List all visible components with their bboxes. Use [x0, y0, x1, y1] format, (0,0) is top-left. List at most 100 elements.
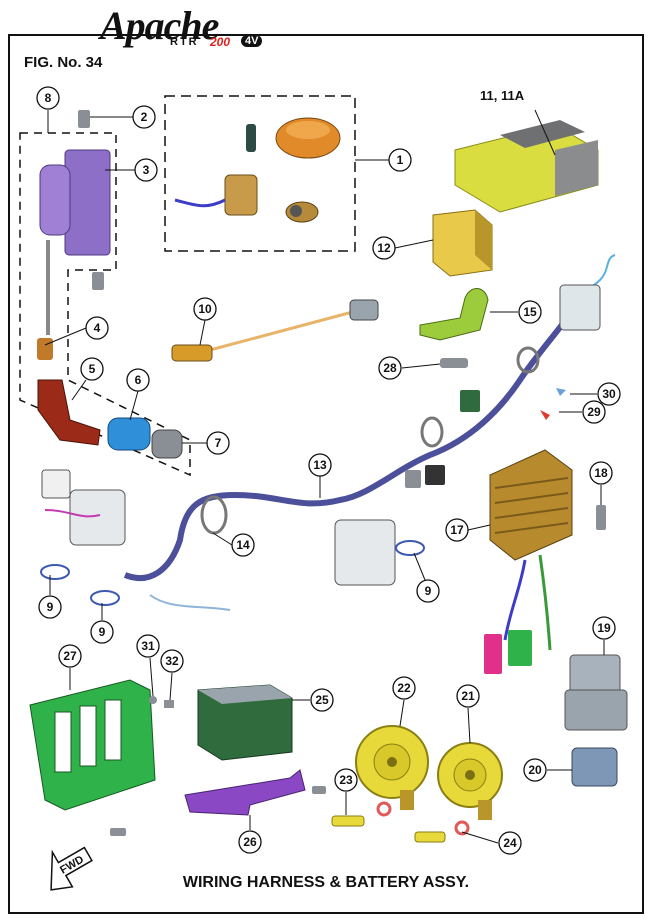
washer-part-24a	[376, 801, 392, 817]
cdi-unit-part	[454, 120, 599, 213]
grommet-part-6	[107, 417, 151, 451]
callout-18: 18	[589, 461, 613, 485]
relay-part-20	[571, 747, 618, 787]
bolt-part-23	[331, 815, 365, 827]
callout-2: 2	[132, 105, 156, 129]
clamp-part-9b	[90, 590, 120, 606]
clamp-part-b	[516, 346, 540, 374]
svg-text:25: 25	[315, 693, 329, 707]
callout-7: 7	[206, 431, 230, 455]
callout-3: 3	[134, 158, 158, 182]
callout-30: 30	[597, 382, 621, 406]
callout-24: 24	[498, 831, 522, 855]
svg-text:15: 15	[523, 305, 537, 319]
ignition-coil-part	[37, 149, 111, 360]
clip-part-29	[540, 410, 550, 420]
figure-number: FIG. No. 34	[24, 54, 103, 71]
callouts: 1 2 3 4 5 6 7 8 9 9 9 10 12 13 14 15 17 …	[36, 86, 621, 855]
callout-10: 10	[193, 297, 217, 321]
callout-22: 22	[392, 676, 416, 700]
group-box-8	[19, 132, 191, 477]
forward-arrow-icon: FWD	[50, 846, 93, 891]
svg-text:9: 9	[47, 600, 54, 614]
part-label-11-11a: 11, 11A	[480, 88, 525, 103]
svg-text:22: 22	[397, 681, 411, 695]
logo-model: RTR	[170, 36, 199, 48]
callout-14: 14	[231, 533, 255, 557]
svg-text:3: 3	[143, 163, 150, 177]
svg-text:18: 18	[594, 466, 608, 480]
callout-9a: 9	[38, 595, 62, 619]
bolt-part-18	[596, 505, 606, 530]
callout-28: 28	[378, 356, 402, 380]
callout-9c: 9	[416, 579, 440, 603]
bolt-part	[110, 828, 126, 836]
sensor-part-10	[171, 299, 379, 362]
callout-5: 5	[80, 357, 104, 381]
brand-logo: Apache RTR 200 4V	[48, 2, 263, 50]
callout-1: 1	[388, 148, 412, 172]
bolt-part	[92, 272, 104, 290]
rectifier-part-17	[484, 449, 573, 674]
battery-part-25	[197, 684, 293, 761]
svg-text:20: 20	[528, 763, 542, 777]
bolt-part-c	[312, 786, 326, 794]
svg-text:14: 14	[236, 538, 250, 552]
callout-27: 27	[58, 644, 82, 668]
washer-part-31	[149, 696, 157, 704]
callout-32: 32	[160, 649, 184, 673]
svg-text:6: 6	[135, 373, 142, 387]
wiring-harness-part	[41, 254, 616, 611]
svg-text:24: 24	[503, 836, 517, 850]
fuse-box-part-19	[564, 654, 628, 731]
callout-26: 26	[238, 830, 262, 854]
bolt-part-28	[440, 358, 468, 368]
callout-21: 21	[456, 684, 480, 708]
bracket-part-26	[184, 769, 306, 816]
group-box-1	[164, 95, 356, 252]
callout-23: 23	[334, 768, 358, 792]
callout-4: 4	[85, 316, 109, 340]
leader-lines	[44, 109, 605, 844]
callout-12: 12	[372, 236, 396, 260]
callout-20: 20	[523, 758, 547, 782]
callout-15: 15	[518, 300, 542, 324]
callout-19: 19	[592, 616, 616, 640]
svg-text:31: 31	[141, 639, 155, 653]
callout-9b: 9	[90, 620, 114, 644]
svg-text:12: 12	[377, 241, 391, 255]
forward-label: FWD	[58, 854, 86, 877]
callout-31: 31	[136, 634, 160, 658]
clip-part-30	[556, 388, 566, 396]
clamp-part	[420, 416, 444, 448]
spark-plug-cap-part	[37, 379, 101, 446]
diagram-frame	[8, 34, 644, 914]
grommet-part-7	[151, 429, 183, 459]
svg-text:23: 23	[339, 773, 353, 787]
page-title: WIRING HARNESS & BATTERY ASSY.	[182, 874, 470, 891]
clamp-part-14	[200, 495, 228, 535]
svg-text:13: 13	[313, 458, 327, 472]
svg-text:19: 19	[597, 621, 611, 635]
svg-text:8: 8	[45, 91, 52, 105]
svg-text:17: 17	[450, 523, 464, 537]
logo-variant: 4V	[241, 35, 263, 47]
relay-part-12	[432, 209, 493, 277]
logo-wordmark: Apache	[100, 3, 219, 48]
callout-17: 17	[445, 518, 469, 542]
bracket-clip-part-15	[419, 288, 489, 341]
svg-text:21: 21	[461, 689, 475, 703]
bolt-part-23b	[414, 831, 446, 843]
svg-text:29: 29	[587, 405, 601, 419]
bolt-part-2	[78, 110, 90, 128]
horn-part-22	[355, 725, 429, 810]
callout-25: 25	[310, 688, 334, 712]
callout-8: 8	[36, 86, 60, 110]
svg-text:5: 5	[89, 362, 96, 376]
logo-engine: 200	[210, 35, 231, 49]
callout-13: 13	[308, 453, 332, 477]
svg-text:9: 9	[425, 584, 432, 598]
svg-text:27: 27	[63, 649, 77, 663]
svg-text:26: 26	[243, 835, 257, 849]
